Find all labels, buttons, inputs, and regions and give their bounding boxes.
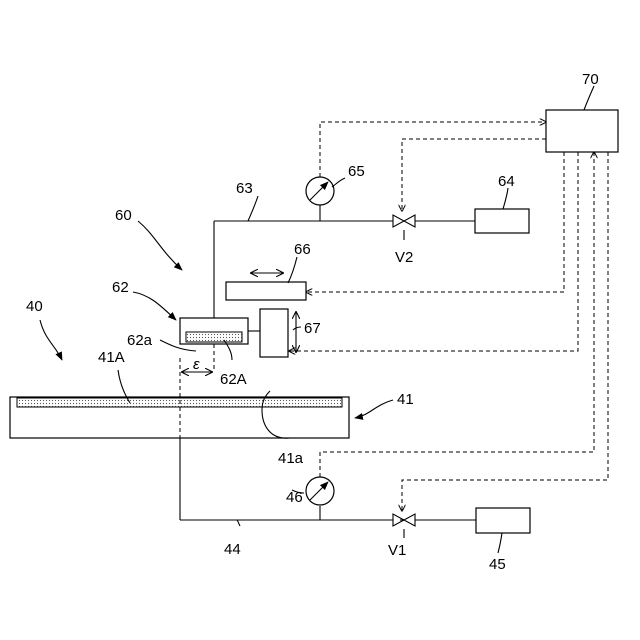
label-epsilon: ε: [193, 356, 200, 373]
label-70: 70: [582, 71, 599, 88]
controller-70: [546, 110, 618, 152]
slider-66: [226, 282, 306, 300]
label-41A: 41A: [98, 349, 125, 366]
label-45: 45: [489, 556, 506, 573]
lifter-67: [260, 309, 288, 357]
gauge-46: [306, 477, 334, 505]
label-44: 44: [224, 541, 241, 558]
device-45: [476, 508, 530, 533]
label-40: 40: [26, 298, 43, 315]
label-62A: 62A: [220, 371, 247, 388]
label-46: 46: [286, 489, 303, 506]
label-v2: V2: [395, 249, 413, 266]
label-60: 60: [115, 207, 132, 224]
signal-lines: [289, 122, 608, 511]
pipe-63: [214, 205, 475, 318]
label-62a: 62a: [127, 332, 153, 349]
label-41: 41: [397, 391, 414, 408]
label-41a: 41a: [278, 450, 304, 467]
label-65: 65: [348, 163, 365, 180]
valve-v1: [393, 514, 415, 526]
label-v1: V1: [388, 542, 406, 559]
label-66: 66: [294, 241, 311, 258]
label-64: 64: [498, 173, 515, 190]
head-62: [180, 318, 260, 344]
label-62: 62: [112, 279, 129, 296]
label-63: 63: [236, 180, 253, 197]
valve-v2: [393, 215, 415, 227]
device-64: [475, 209, 529, 233]
label-67: 67: [304, 320, 321, 337]
gauge-65: [306, 177, 334, 205]
